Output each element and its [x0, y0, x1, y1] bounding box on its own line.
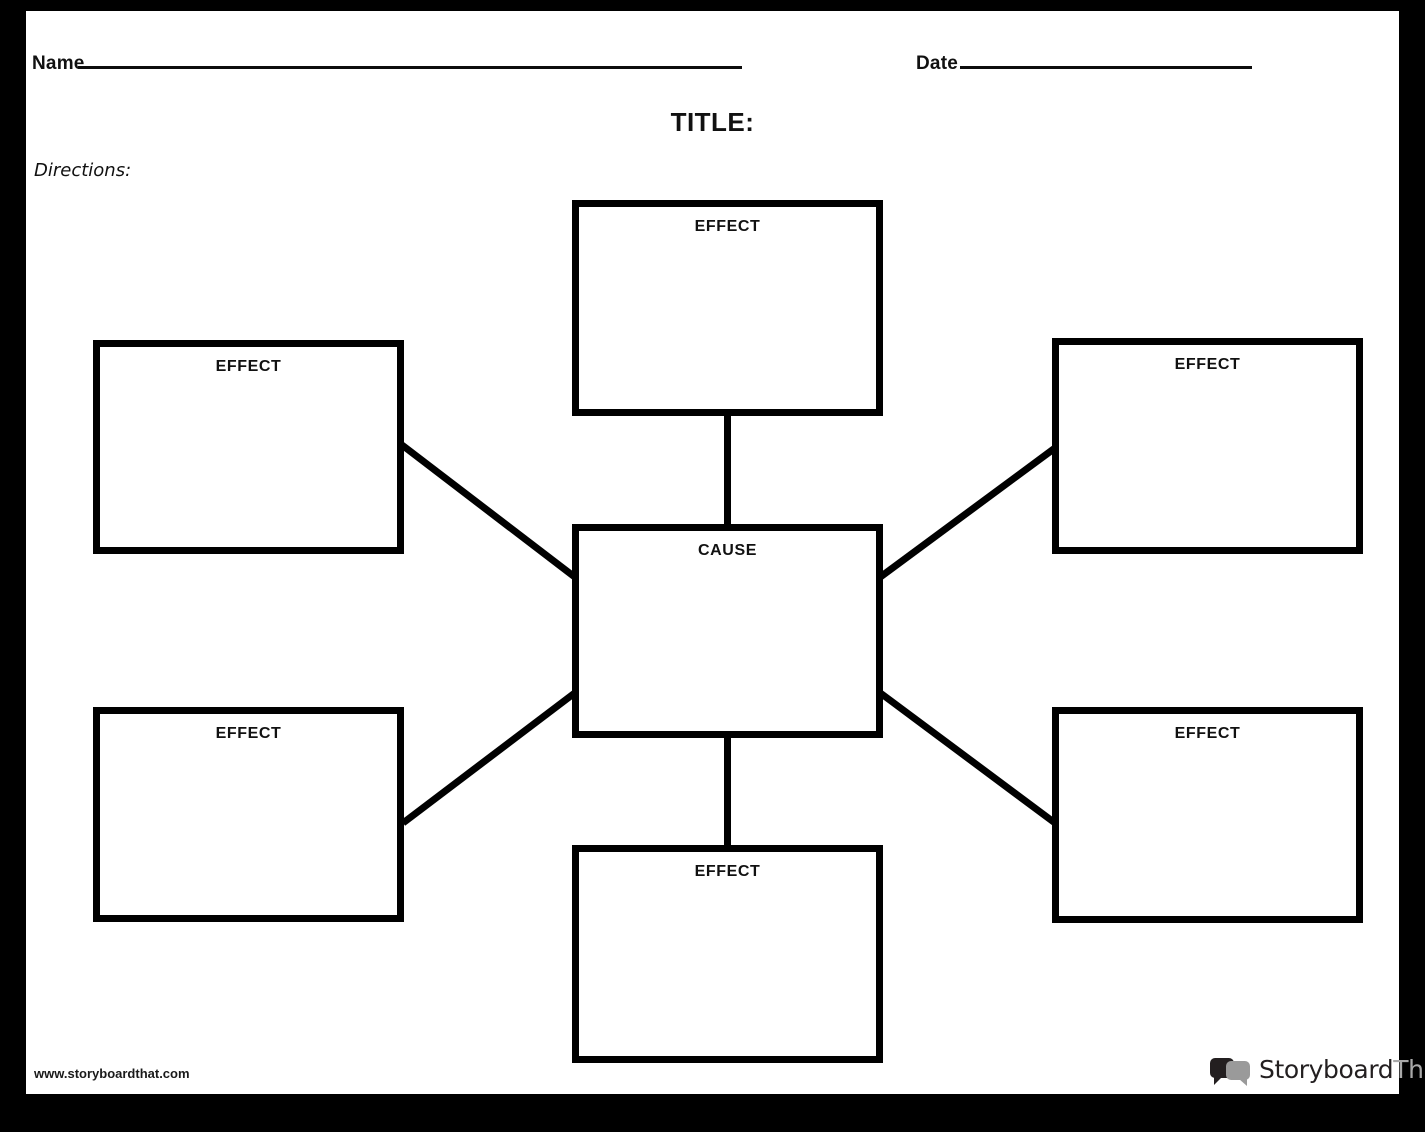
effect-box-left-bottom[interactable]: EFFECT — [93, 707, 404, 922]
cause-box[interactable]: CAUSE — [572, 524, 883, 738]
effect-box-right-top-label: EFFECT — [1174, 356, 1241, 373]
effect-box-top-label: EFFECT — [694, 218, 761, 235]
connector-cause-to-effect-right-top — [876, 445, 1058, 581]
date-label: Date — [916, 53, 958, 74]
date-input-line[interactable] — [960, 66, 1252, 69]
speech-bubbles-icon — [1210, 1056, 1252, 1086]
name-label: Name — [32, 53, 85, 74]
connector-cause-to-effect-right-bottom — [876, 689, 1058, 826]
cause-box-label: CAUSE — [697, 542, 757, 559]
worksheet-page: Name Date TITLE: Directions: EFFECT EFFE… — [26, 11, 1425, 1094]
effect-box-bottom[interactable]: EFFECT — [572, 845, 883, 1063]
effect-box-left-top[interactable]: EFFECT — [93, 340, 404, 554]
page-title: TITLE: — [670, 107, 755, 137]
connector-cause-to-effect-left-bottom — [400, 689, 579, 826]
logo-wordmark: StoryboardThat — [1259, 1055, 1425, 1084]
effect-box-left-bottom-label: EFFECT — [215, 725, 282, 742]
effect-box-bottom-label: EFFECT — [694, 863, 761, 880]
effect-box-right-top[interactable]: EFFECT — [1052, 338, 1363, 554]
effect-box-top[interactable]: EFFECT — [572, 200, 883, 416]
effect-box-right-bottom[interactable]: EFFECT — [1052, 707, 1363, 923]
logo-word-storyboard: Storyboard — [1259, 1055, 1394, 1084]
storyboardthat-logo[interactable]: StoryboardThat — [1210, 1055, 1425, 1086]
directions-label: Directions: — [34, 160, 132, 181]
effect-box-right-bottom-label: EFFECT — [1174, 725, 1241, 742]
name-input-line[interactable] — [78, 66, 742, 69]
site-url[interactable]: www.storyboardthat.com — [34, 1066, 190, 1081]
connector-cause-to-effect-left-top — [399, 442, 579, 581]
effect-box-left-top-label: EFFECT — [215, 358, 282, 375]
logo-word-that: That — [1393, 1055, 1425, 1084]
